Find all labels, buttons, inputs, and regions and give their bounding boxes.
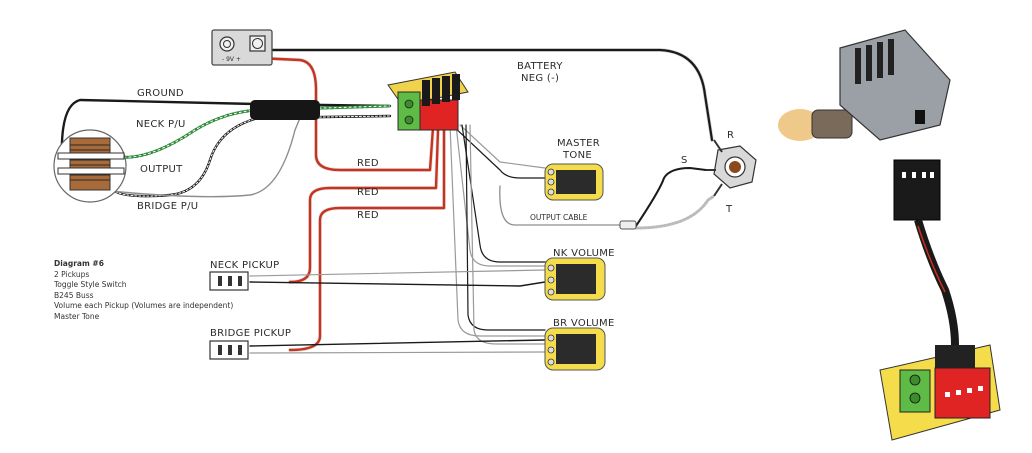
battery-label: - 9V + bbox=[222, 56, 241, 63]
label-br-volume: BR VOLUME bbox=[553, 318, 615, 329]
notes-line-5: Master Tone bbox=[54, 311, 100, 321]
label-red-3: RED bbox=[357, 210, 379, 221]
notes-line-3: B245 Buss bbox=[54, 290, 94, 300]
label-neck-pu: NECK P/U bbox=[136, 119, 186, 130]
notes-title: Diagram #6 bbox=[54, 259, 104, 268]
nk-volume-pot bbox=[544, 257, 606, 301]
diagram-notes: Diagram #6 2 Pickups Toggle Style Switch… bbox=[54, 259, 233, 322]
label-jack-s: S bbox=[681, 155, 688, 166]
label-master-tone-1: MASTER bbox=[557, 138, 600, 149]
output-cable bbox=[499, 185, 621, 226]
label-ground: GROUND bbox=[137, 88, 184, 99]
label-jack-t: T bbox=[725, 204, 733, 215]
heat-shrink bbox=[250, 100, 320, 120]
label-battery-line2: NEG (-) bbox=[521, 73, 559, 84]
label-bridge-pu: BRIDGE P/U bbox=[137, 201, 198, 212]
label-jack-r: R bbox=[727, 130, 734, 141]
label-master-tone-2: TONE bbox=[562, 150, 592, 161]
diagram-labels: BATTERY NEG (-) GROUND NECK P/U OUTPUT B… bbox=[136, 61, 734, 339]
buss-illustration bbox=[879, 344, 1001, 441]
br-vol-wire bbox=[449, 124, 546, 337]
wires bbox=[60, 48, 716, 354]
label-bridge-pickup: BRIDGE PICKUP bbox=[210, 328, 291, 339]
neck-pickup-connector bbox=[209, 271, 249, 291]
label-output-cable: OUTPUT CABLE bbox=[530, 213, 588, 222]
label-red-1: RED bbox=[357, 158, 379, 169]
br-volume-pot bbox=[544, 327, 606, 371]
buss-board bbox=[387, 71, 469, 131]
cable-illustration bbox=[893, 159, 959, 346]
bridge-signal-wire bbox=[249, 339, 546, 347]
neck-signal-wire bbox=[249, 269, 546, 277]
label-output: OUTPUT bbox=[140, 164, 183, 175]
label-red-2: RED bbox=[357, 187, 379, 198]
label-battery-line1: BATTERY bbox=[517, 61, 563, 72]
master-tone-pot bbox=[544, 163, 604, 201]
notes-line-1: 2 Pickups bbox=[54, 269, 90, 279]
battery-connector: - 9V + bbox=[211, 29, 273, 66]
nk-vol-wire bbox=[455, 124, 546, 267]
switch-illustration bbox=[778, 29, 951, 141]
battery-negative-wire bbox=[270, 48, 714, 142]
label-nk-volume: NK VOLUME bbox=[553, 248, 615, 259]
output-jack bbox=[706, 139, 757, 197]
output-cable-plug bbox=[619, 220, 637, 230]
notes-line-2: Toggle Style Switch bbox=[54, 280, 127, 289]
bridge-pickup-connector bbox=[209, 340, 249, 360]
output-wire bbox=[99, 117, 301, 198]
notes-line-4: Volume each Pickup (Volumes are independ… bbox=[54, 301, 234, 310]
toggle-switch bbox=[53, 129, 127, 203]
tone-wire bbox=[451, 124, 546, 179]
label-neck-pickup: NECK PICKUP bbox=[210, 260, 279, 271]
